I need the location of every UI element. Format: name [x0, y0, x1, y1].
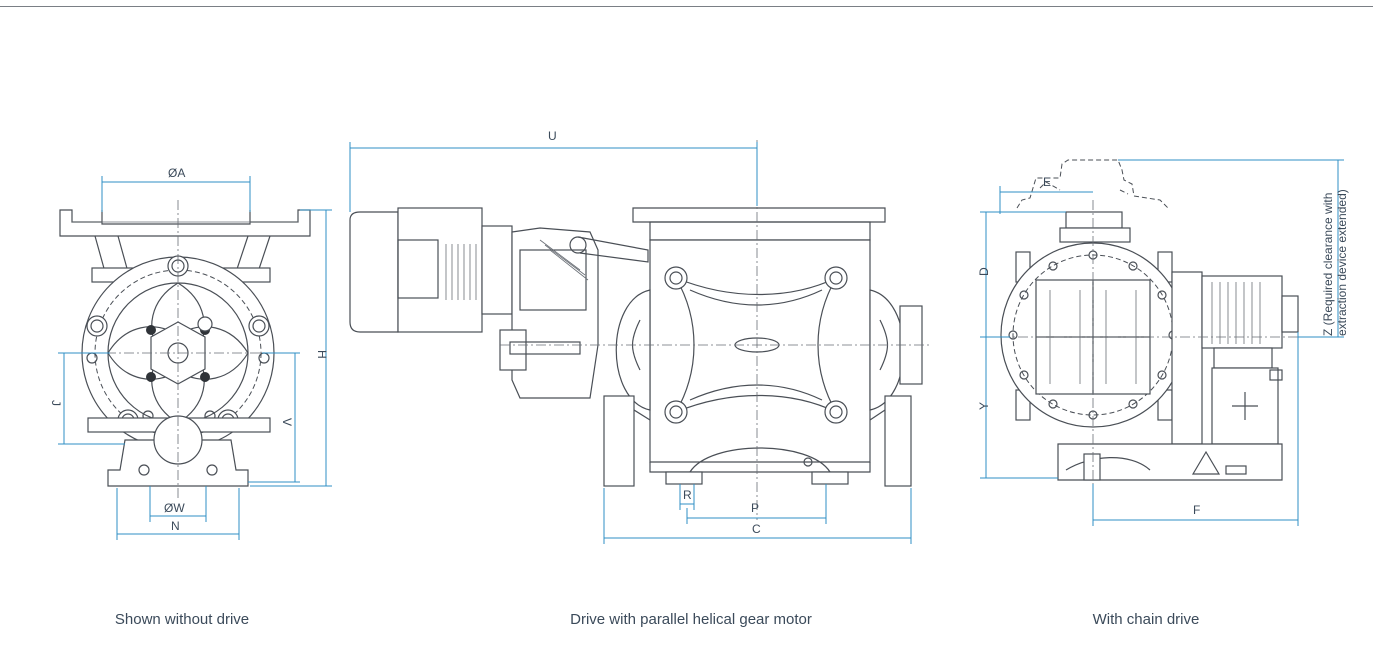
dim-c: C [752, 522, 761, 536]
dim-z-note: extraction device extended) [1335, 189, 1349, 336]
dim-w: ØW [164, 501, 185, 515]
dim-h: H [315, 350, 329, 359]
dim-y: Y [977, 402, 991, 410]
caption-without-drive: Shown without drive [114, 611, 250, 628]
motor-fins [445, 244, 477, 300]
motor-fins-right [1211, 282, 1261, 344]
view-chain-drive: E D Y F Z (Required clearance with extra… [977, 159, 1349, 526]
dim-p: P [751, 501, 759, 515]
view-gear-motor: U R P C [349, 129, 930, 544]
dim-f: F [1193, 503, 1200, 517]
caption-gear-motor: Drive with parallel helical gear motor [570, 611, 812, 628]
dim-u: U [548, 129, 557, 143]
top-rule [0, 6, 1373, 7]
caption-chain-drive: With chain drive [1092, 611, 1200, 628]
dim-z: Z (Required clearance with [1321, 193, 1335, 336]
view-without-drive: ØA H J V ØW N [49, 166, 332, 540]
dim-n: N [171, 519, 180, 533]
dim-r: R [683, 488, 692, 502]
dim-e: E [1043, 175, 1051, 189]
dim-a: ØA [168, 166, 185, 180]
dim-d: D [977, 267, 991, 276]
dim-v: V [280, 418, 294, 426]
dim-j: J [49, 400, 63, 406]
